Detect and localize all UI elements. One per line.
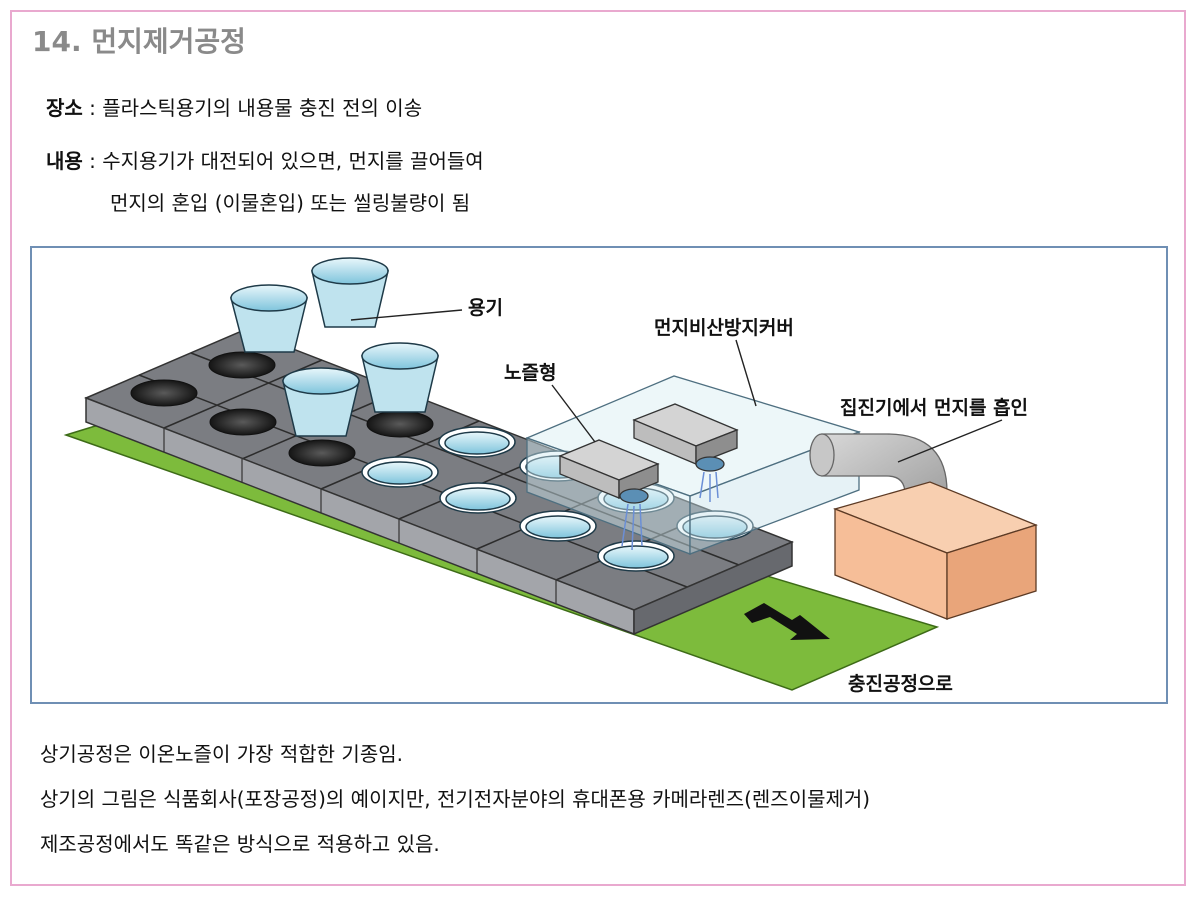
ion-nozzles <box>558 403 739 504</box>
process-diagram: 용기 먼지비산방지커버 노즐형 집진기에서 먼지를 흡인 충진공정으로 <box>30 246 1168 704</box>
content-label: 내용 <box>46 149 83 173</box>
direction-arrow-icon <box>744 603 830 640</box>
label-dust-collector: 집진기에서 먼지를 흡인 <box>840 396 1028 419</box>
label-nozzle: 노즐형 <box>504 362 556 384</box>
label-direction: 충진공정으로 <box>848 673 953 695</box>
ion-streams <box>621 471 719 551</box>
place-value: : 플라스틱용기의 내용물 충진 전의 이송 <box>89 96 423 120</box>
label-container: 용기 <box>468 297 503 319</box>
content-value-1: : 수지용기가 대전되어 있으면, 먼지를 끌어들여 <box>89 149 484 173</box>
falling-cups <box>230 257 439 437</box>
dust-collector <box>832 481 1038 620</box>
page-title: 14. 먼지제거공정 <box>32 25 246 58</box>
page-frame <box>10 10 1186 886</box>
content-line: 내용 : 수지용기가 대전되어 있으면, 먼지를 끌어들여 <box>46 145 484 174</box>
note-line-2: 상기의 그림은 식품회사(포장공정)의 예이지만, 전기전자분야의 휴대폰용 카… <box>40 787 871 811</box>
leader-lines <box>350 309 1003 463</box>
process-illustration: 용기 먼지비산방지커버 노즐형 집진기에서 먼지를 흡인 충진공정으로 <box>63 257 1038 695</box>
note-line-1: 상기공정은 이온노즐이 가장 적합한 기종임. <box>40 742 403 766</box>
place-label: 장소 <box>46 96 83 120</box>
label-dust-cover: 먼지비산방지커버 <box>654 317 794 339</box>
place-line: 장소 : 플라스틱용기의 내용물 충진 전의 이송 <box>46 92 422 121</box>
content-value-2: 먼지의 혼입 (이물혼입) 또는 씰링불량이 됨 <box>110 191 471 215</box>
note-line-3: 제조공정에서도 똑같은 방식으로 적용하고 있음. <box>40 832 440 856</box>
